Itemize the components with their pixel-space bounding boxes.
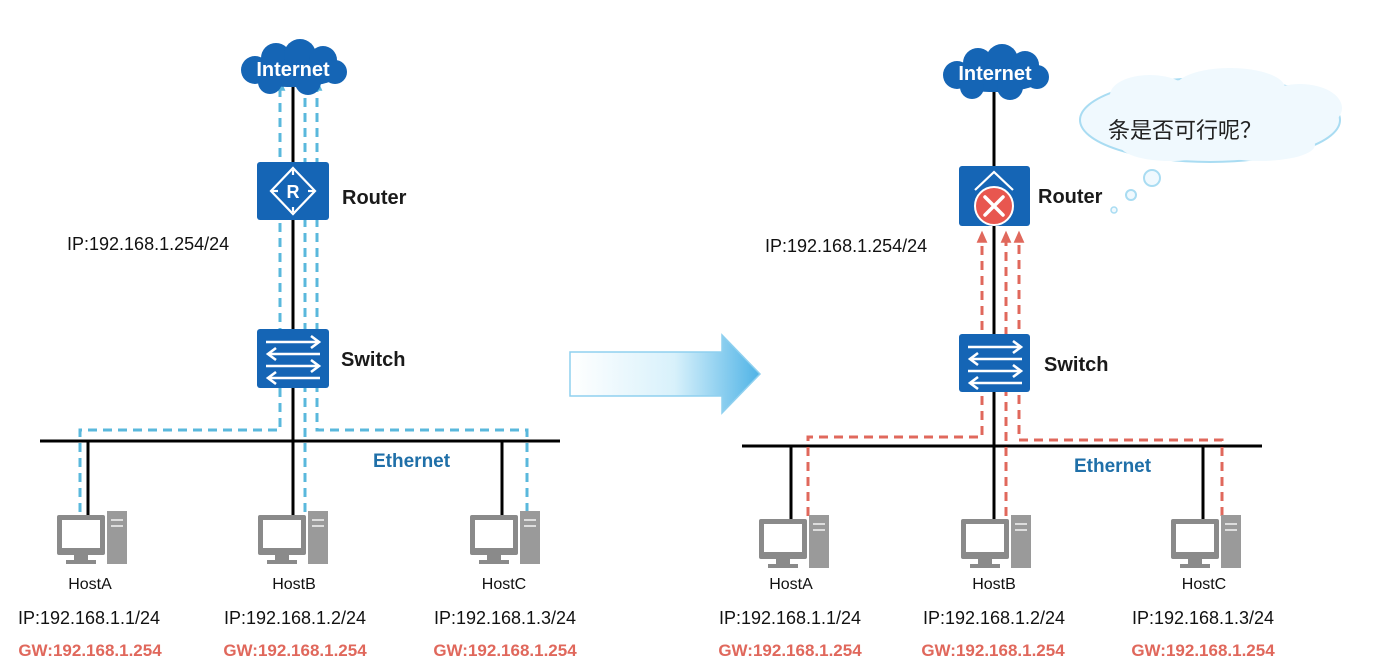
left-host-b-name: HostB — [272, 576, 316, 593]
right-switch-label: Switch — [1044, 354, 1108, 376]
left-router: R — [257, 162, 329, 220]
left-host-a: HostA IP:192.168.1.1/24 GW:192.168.1.254 — [18, 511, 162, 660]
right-host-a-name: HostA — [769, 576, 813, 593]
right-hosta-path — [806, 230, 988, 516]
right-internet-label: Internet — [958, 63, 1032, 85]
left-host-c-name: HostC — [482, 576, 526, 593]
pc-icon — [759, 515, 829, 568]
left-host-c-gw: GW:192.168.1.254 — [433, 641, 577, 660]
right-arrow-icon — [569, 333, 762, 415]
left-host-c-ip: IP:192.168.1.3/24 — [434, 608, 576, 628]
left-router-ip: IP:192.168.1.254/24 — [67, 234, 229, 254]
pc-icon — [470, 511, 540, 564]
left-host-a-name: HostA — [68, 576, 112, 593]
left-ethernet-label: Ethernet — [373, 451, 451, 472]
left-switch-label: Switch — [341, 349, 405, 371]
left-topology: Internet R Router IP:192.168.1.254/24 — [18, 39, 577, 660]
pc-icon — [258, 511, 328, 564]
right-host-b-name: HostB — [972, 576, 1016, 593]
left-host-c: HostC IP:192.168.1.3/24 GW:192.168.1.254 — [433, 511, 577, 660]
left-internet-label: Internet — [256, 59, 330, 81]
svg-text:R: R — [287, 182, 300, 202]
router-icon — [269, 166, 317, 216]
right-host-c-name: HostC — [1182, 576, 1226, 593]
right-router-label: Router — [1038, 186, 1103, 208]
right-internet-cloud: Internet — [943, 44, 1049, 100]
right-host-c-gw: GW:192.168.1.254 — [1131, 641, 1275, 660]
left-host-b-ip: IP:192.168.1.2/24 — [224, 608, 366, 628]
router-icon — [974, 170, 1014, 191]
switch-icon — [967, 339, 1024, 391]
left-host-b: HostB IP:192.168.1.2/24 GW:192.168.1.254 — [223, 511, 367, 660]
left-host-a-gw: GW:192.168.1.254 — [18, 641, 162, 660]
right-router-ip: IP:192.168.1.254/24 — [765, 236, 927, 256]
left-hosta-path — [78, 78, 286, 512]
right-ethernet-label: Ethernet — [1074, 456, 1152, 477]
left-host-a-ip: IP:192.168.1.1/24 — [18, 608, 160, 628]
left-router-label: Router — [342, 187, 407, 209]
switch-icon — [265, 334, 322, 386]
right-switch — [959, 334, 1030, 392]
left-internet-cloud: Internet — [241, 39, 347, 95]
right-host-c-ip: IP:192.168.1.3/24 — [1132, 608, 1274, 628]
pc-icon — [57, 511, 127, 564]
right-host-b-gw: GW:192.168.1.254 — [921, 641, 1065, 660]
right-host-b: HostB IP:192.168.1.2/24 GW:192.168.1.254 — [921, 515, 1065, 660]
error-x-icon — [974, 186, 1014, 226]
cloud-icon — [241, 39, 347, 95]
left-hostc-path — [311, 78, 529, 512]
pc-icon — [961, 515, 1031, 568]
left-host-b-gw: GW:192.168.1.254 — [223, 641, 367, 660]
left-switch — [257, 329, 329, 388]
right-topology: Internet Router IP:192.168.1.254/24 — [718, 44, 1342, 660]
right-router — [959, 166, 1030, 226]
right-host-c: HostC IP:192.168.1.3/24 GW:192.168.1.254 — [1131, 515, 1275, 660]
cloud-icon — [943, 44, 1049, 100]
thought-bubble-icon — [1079, 68, 1342, 214]
right-host-a-gw: GW:192.168.1.254 — [718, 641, 862, 660]
right-host-b-ip: IP:192.168.1.2/24 — [923, 608, 1065, 628]
right-host-a: HostA IP:192.168.1.1/24 GW:192.168.1.254 — [718, 515, 862, 660]
thought-text: 条是否可行呢？ — [1108, 118, 1262, 143]
right-host-a-ip: IP:192.168.1.1/24 — [719, 608, 861, 628]
pc-icon — [1171, 515, 1241, 568]
